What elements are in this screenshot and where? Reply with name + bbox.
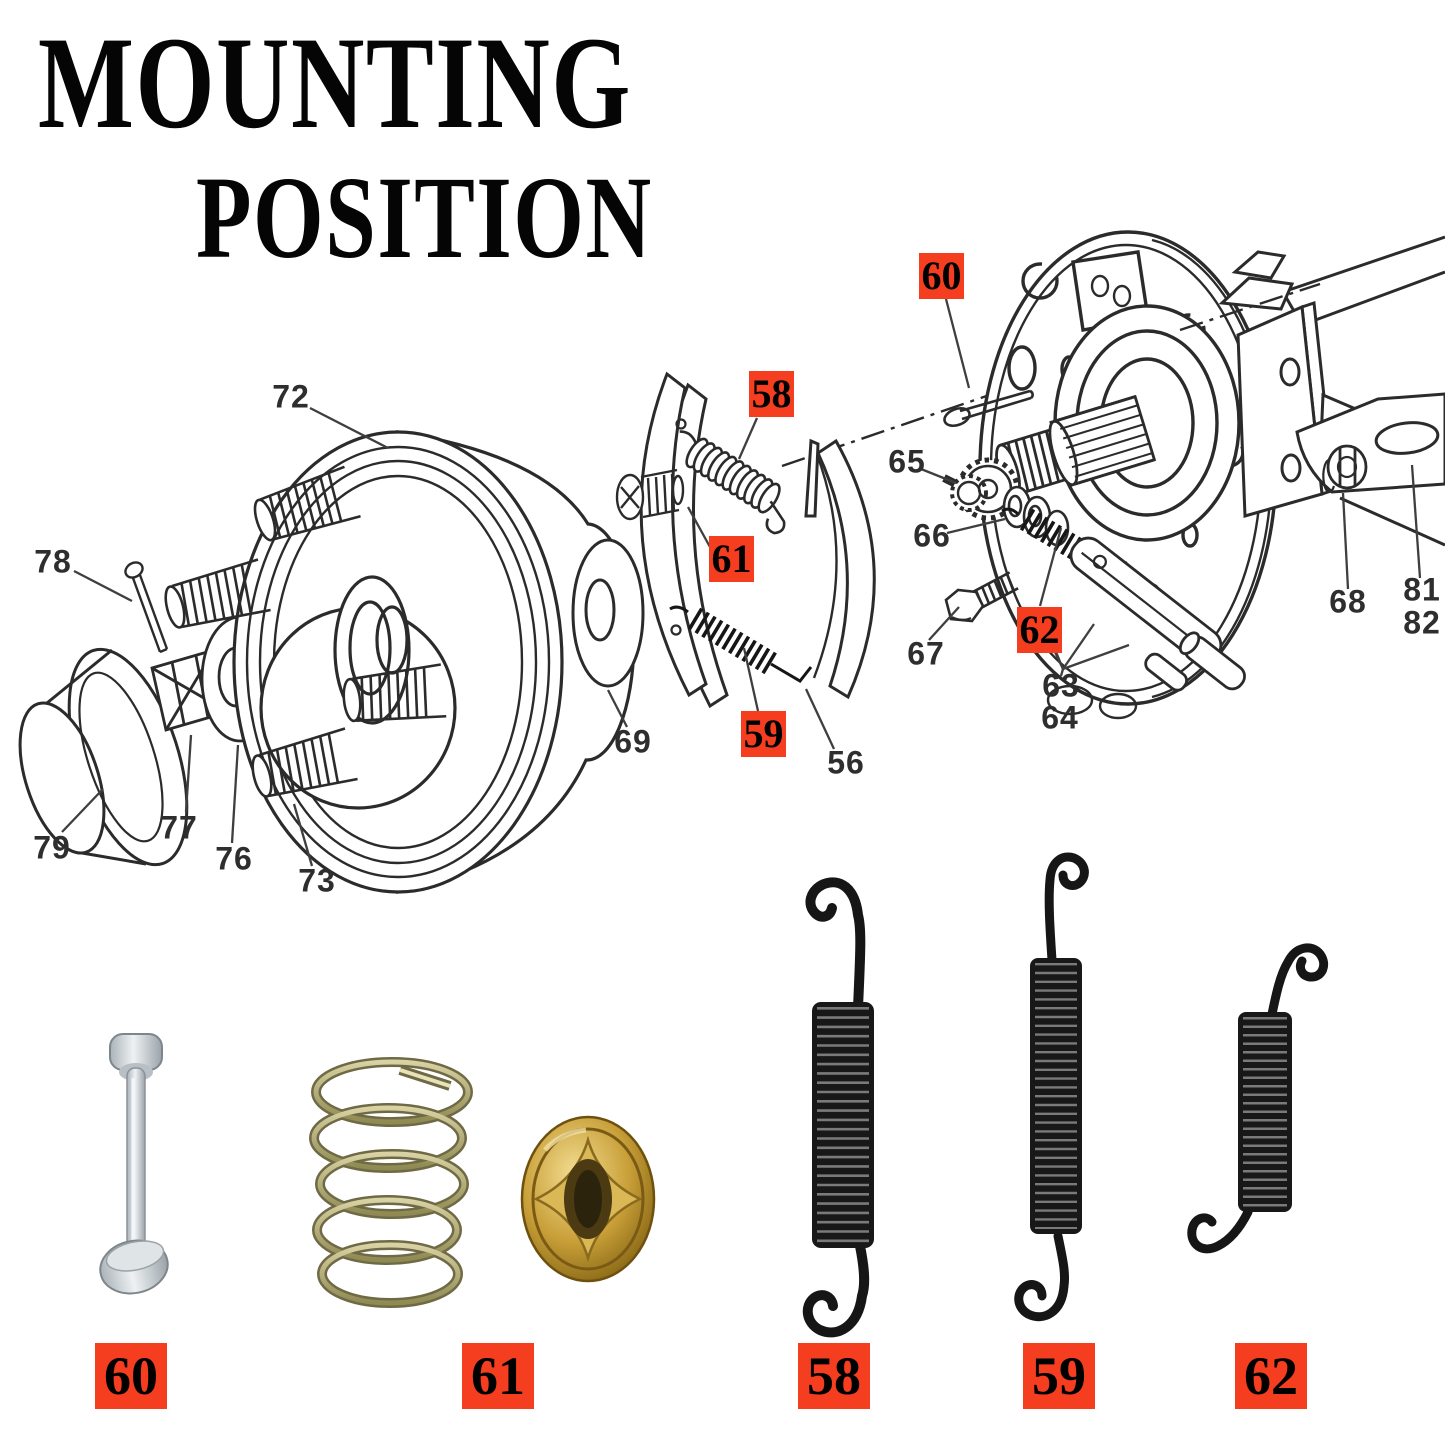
upper-return-spring-art (679, 430, 786, 535)
part-number-67: 67 (907, 635, 945, 672)
photo-ext-spring-58 (802, 877, 874, 1338)
part-number-66: 66 (913, 517, 951, 554)
lower-return-spring-art (669, 605, 813, 683)
photo-holddown-pin (99, 1033, 169, 1295)
legend-label-62: 62 (1235, 1343, 1307, 1409)
photo-holddown-spring (309, 1057, 473, 1308)
page-title-line1: MOUNTING (38, 9, 632, 156)
legend-label-61: 61 (462, 1343, 534, 1409)
center-axis-line (781, 386, 1011, 468)
cotter-pin-art (124, 561, 169, 654)
part-number-69: 69 (614, 723, 652, 760)
page-title-line2: POSITION (196, 152, 653, 283)
center-axis-line-right (1179, 282, 1321, 332)
axle-shaft-art (995, 394, 1157, 497)
part-number-72: 72 (272, 378, 310, 415)
legend-label-60: 60 (95, 1343, 167, 1409)
photo-ext-spring-59 (1014, 852, 1089, 1322)
leader-lines (61, 298, 1422, 867)
part-number-79: 79 (33, 829, 71, 866)
part-number-81: 81 (1403, 571, 1441, 608)
photo-spring-retainer (520, 1115, 656, 1283)
part-number-76: 76 (215, 840, 253, 877)
adjuster-screw-art (615, 468, 685, 521)
callout-61: 61 (709, 536, 754, 582)
legend-label-58: 58 (798, 1343, 870, 1409)
brake-shoe-right-art (804, 438, 876, 700)
part-number-64: 64 (1041, 699, 1079, 736)
anchor-pin-art (943, 389, 1034, 428)
axle-nut-art (1322, 444, 1368, 493)
brake-drum-art (159, 430, 636, 895)
part-number-82: 82 (1403, 604, 1441, 641)
callout-58: 58 (749, 371, 794, 417)
part-number-73: 73 (298, 862, 336, 899)
thrust-washer-art (571, 538, 645, 688)
callout-62: 62 (1017, 607, 1062, 653)
part-number-68: 68 (1329, 583, 1367, 620)
callout-59: 59 (741, 711, 786, 757)
part-number-77: 77 (160, 809, 198, 846)
part-number-78: 78 (34, 543, 72, 580)
brake-lever-art (1069, 536, 1246, 692)
legend-label-59: 59 (1023, 1343, 1095, 1409)
pivot-bolt-art (944, 571, 1019, 623)
part-number-56: 56 (827, 744, 865, 781)
part-number-63: 63 (1042, 667, 1080, 704)
callout-60: 60 (919, 253, 964, 299)
part-number-65: 65 (888, 443, 926, 480)
photo-ext-spring-62 (1187, 943, 1329, 1254)
dust-cone-art (18, 647, 189, 867)
